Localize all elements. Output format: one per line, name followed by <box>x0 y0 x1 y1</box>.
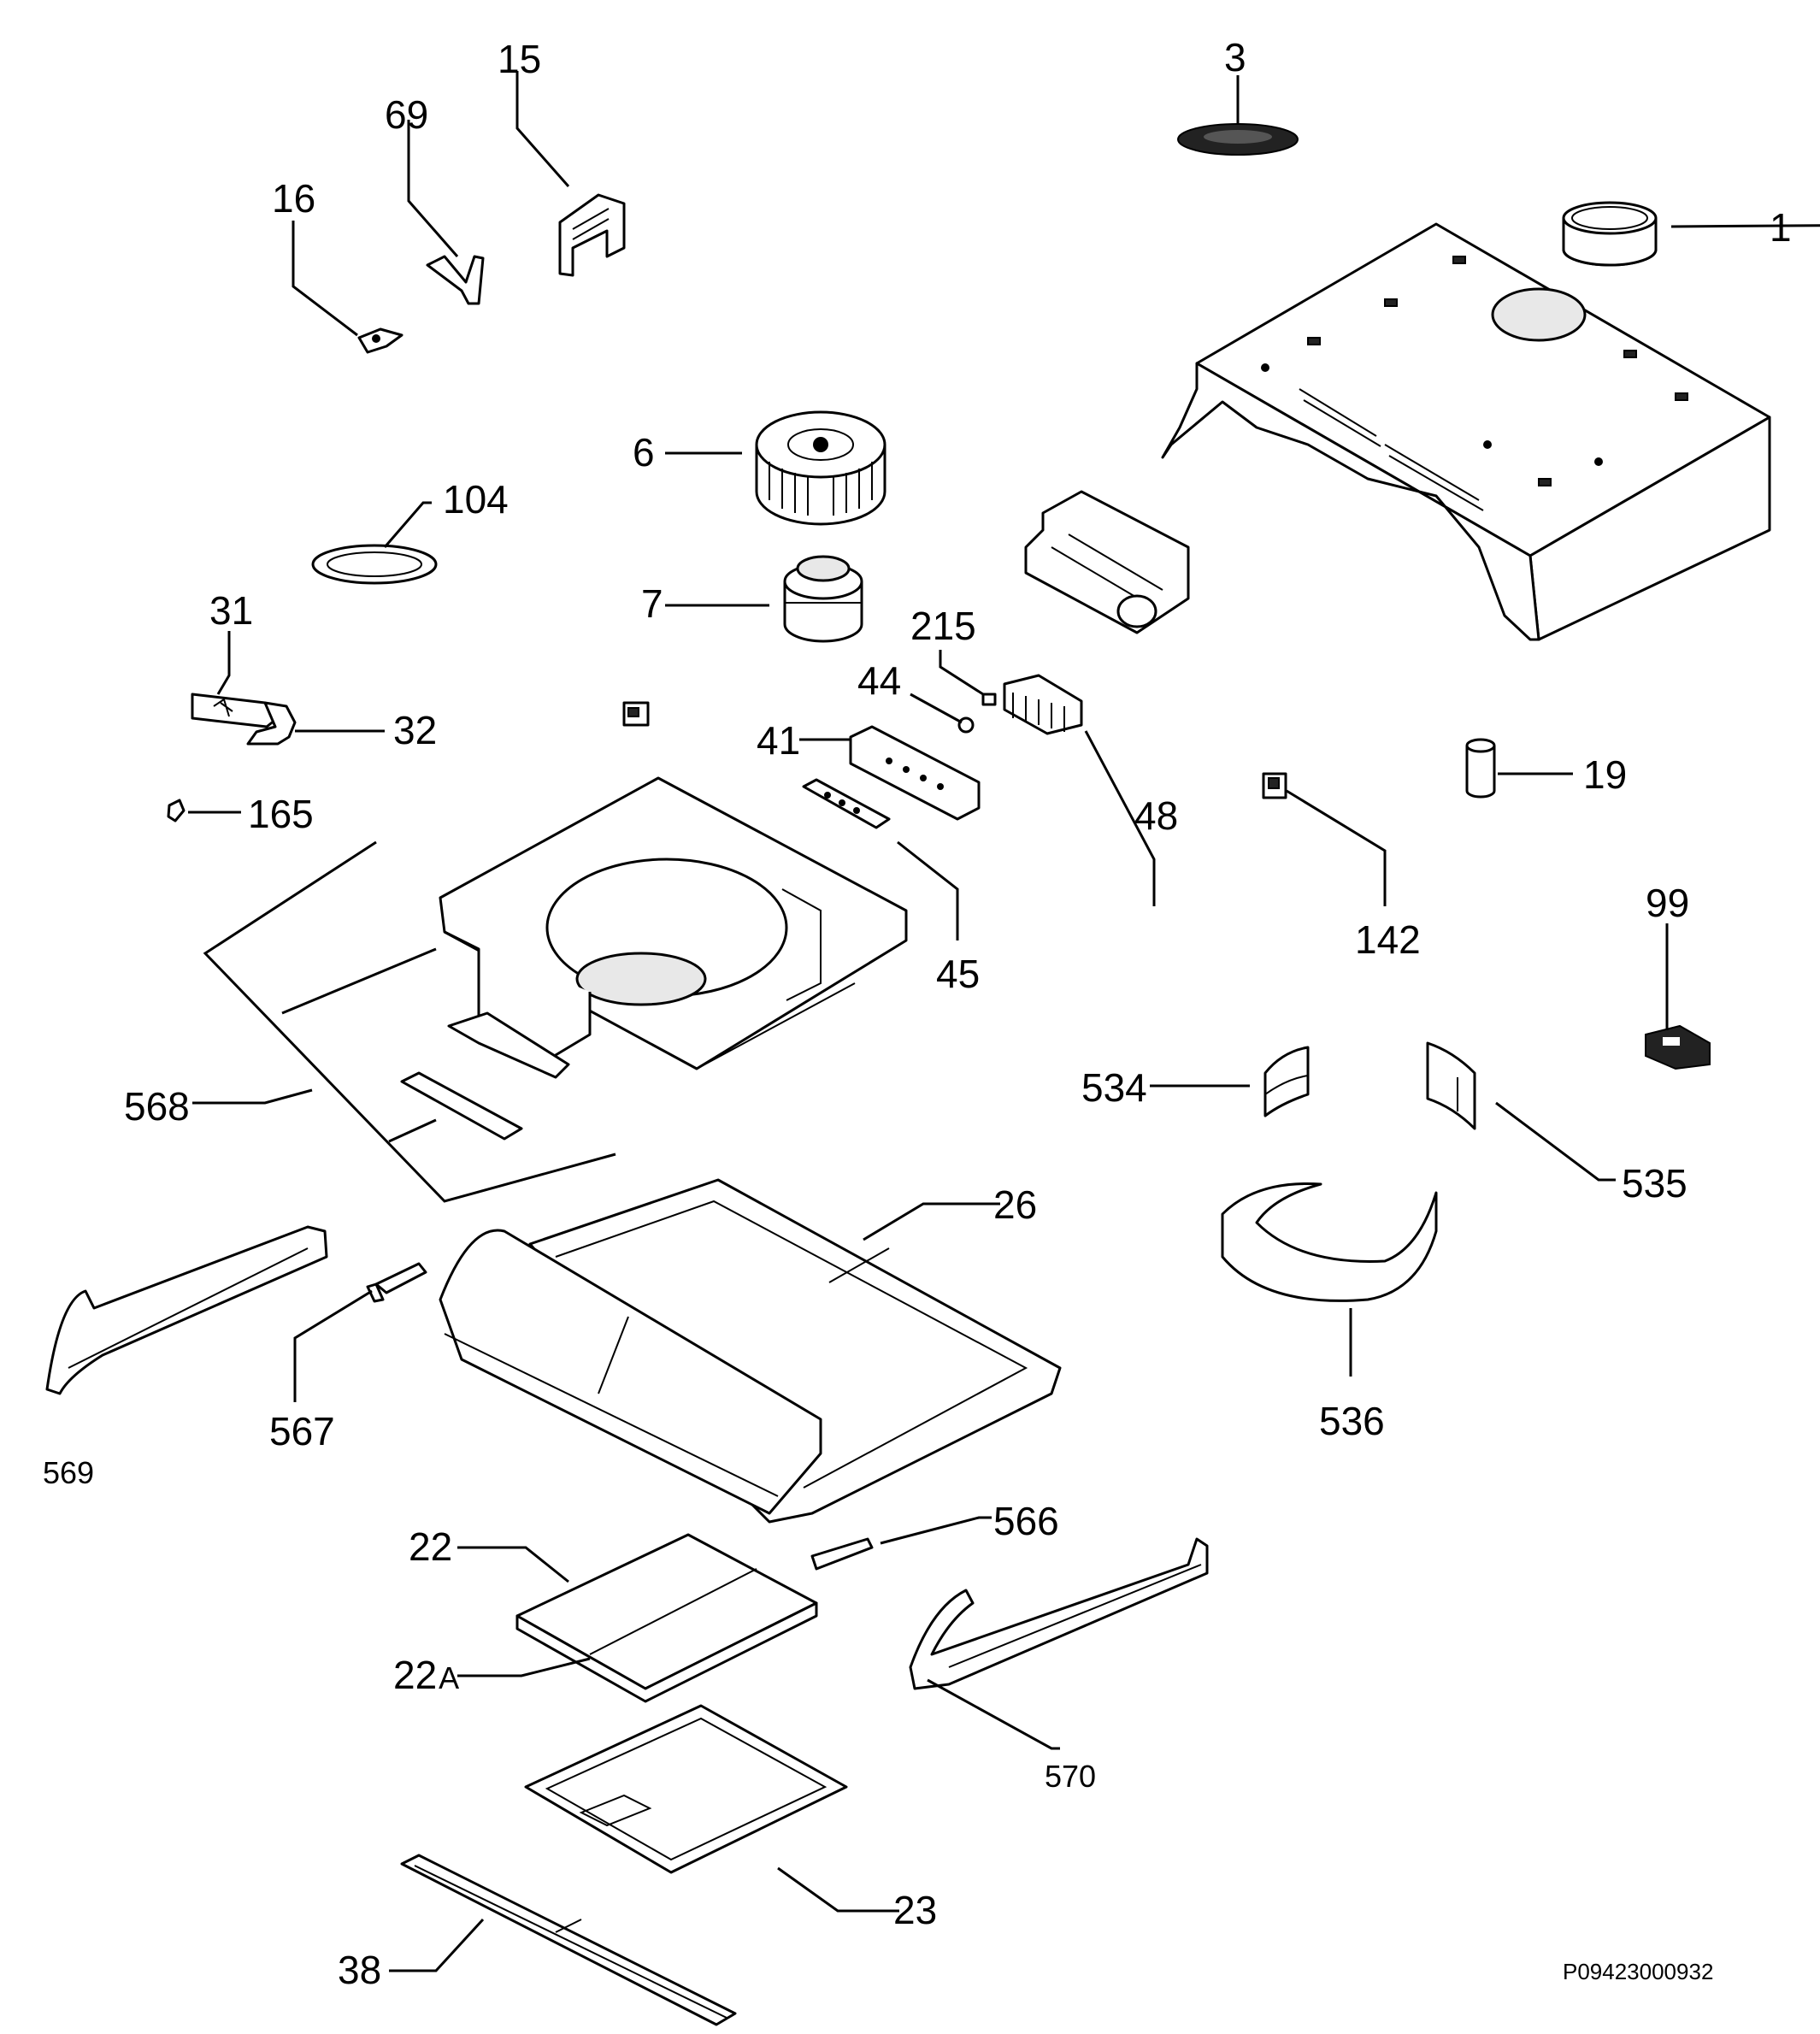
part-7-motor <box>783 555 863 643</box>
part-3-grille-disc <box>1177 123 1299 156</box>
label-15: 15 <box>498 37 541 81</box>
label-567: 567 <box>269 1409 335 1453</box>
part-19-capacitor <box>1465 738 1496 799</box>
part-570-side-trim <box>909 1537 1209 1690</box>
label-48: 48 <box>1134 793 1178 838</box>
part-569-side-trim <box>45 1225 328 1395</box>
label-45: 45 <box>936 952 980 996</box>
label-22a: 22A <box>393 1653 459 1697</box>
part-104-lamp-lens <box>311 544 438 585</box>
part-142-connector <box>1262 772 1287 799</box>
label-22: 22 <box>409 1524 452 1569</box>
part-165-clip <box>167 799 186 822</box>
part-control-bracket <box>1024 490 1190 634</box>
part-566-clip <box>810 1537 874 1571</box>
label-3: 3 <box>1224 35 1246 80</box>
part-568-housing-assembly <box>400 776 908 1141</box>
leader-lines <box>188 71 1820 1972</box>
label-31: 31 <box>209 588 253 633</box>
part-44-component <box>957 716 975 734</box>
part-38-trim-strip <box>400 1854 737 2026</box>
label-1: 1 <box>1770 205 1792 250</box>
part-32-lamp-holder <box>246 701 297 746</box>
part-16-small-bracket <box>357 327 403 354</box>
label-568: 568 <box>124 1084 190 1129</box>
label-165: 165 <box>248 792 314 836</box>
part-small-connector <box>622 701 650 727</box>
label-570: 570 <box>1045 1759 1096 1794</box>
part-41-control-panel <box>849 725 981 821</box>
label-32: 32 <box>393 708 437 752</box>
part-567-clip <box>366 1262 427 1303</box>
label-104: 104 <box>443 477 509 522</box>
part-534-clip <box>1263 1046 1310 1117</box>
label-142: 142 <box>1355 917 1421 962</box>
label-99: 99 <box>1646 881 1689 925</box>
label-536: 536 <box>1319 1399 1385 1443</box>
label-534: 534 <box>1081 1065 1147 1110</box>
label-22a-number: 22 <box>393 1653 437 1697</box>
label-26: 26 <box>993 1182 1037 1227</box>
label-44: 44 <box>857 658 901 703</box>
label-215: 215 <box>910 604 976 648</box>
part-45-label-strip <box>802 778 891 829</box>
label-19: 19 <box>1583 752 1627 797</box>
part-1-duct-collar <box>1562 201 1658 267</box>
part-69-clip <box>426 255 485 305</box>
part-215-component <box>981 693 997 706</box>
label-535: 535 <box>1622 1161 1687 1206</box>
label-38: 38 <box>338 1948 381 1992</box>
label-16: 16 <box>272 176 315 221</box>
label-22a-suffix: A <box>439 1660 459 1695</box>
label-569: 569 <box>43 1455 94 1490</box>
part-536-curved-band <box>1221 1182 1438 1302</box>
label-7: 7 <box>641 581 663 626</box>
document-code: P09423000932 <box>1563 1959 1713 1984</box>
label-69: 69 <box>385 92 428 137</box>
part-535-clip <box>1426 1041 1476 1130</box>
part-26-front-panel <box>439 1178 1062 1524</box>
part-labels: 1 3 6 7 15 16 19 22 22A 23 26 31 32 38 4… <box>43 35 1792 1992</box>
label-23: 23 <box>893 1888 937 1932</box>
label-6: 6 <box>633 430 655 475</box>
part-hood-canopy <box>1161 222 1771 641</box>
part-6-blower-wheel <box>755 410 886 526</box>
part-31-lamp-bulb <box>191 693 277 728</box>
part-99-switch <box>1645 1024 1711 1070</box>
part-22-filter-pad <box>515 1533 818 1703</box>
label-41: 41 <box>757 718 800 763</box>
part-48-switch-block <box>1003 674 1083 735</box>
label-566: 566 <box>993 1499 1059 1543</box>
part-23-filter-frame <box>524 1704 848 1874</box>
part-15-bracket <box>558 193 626 277</box>
